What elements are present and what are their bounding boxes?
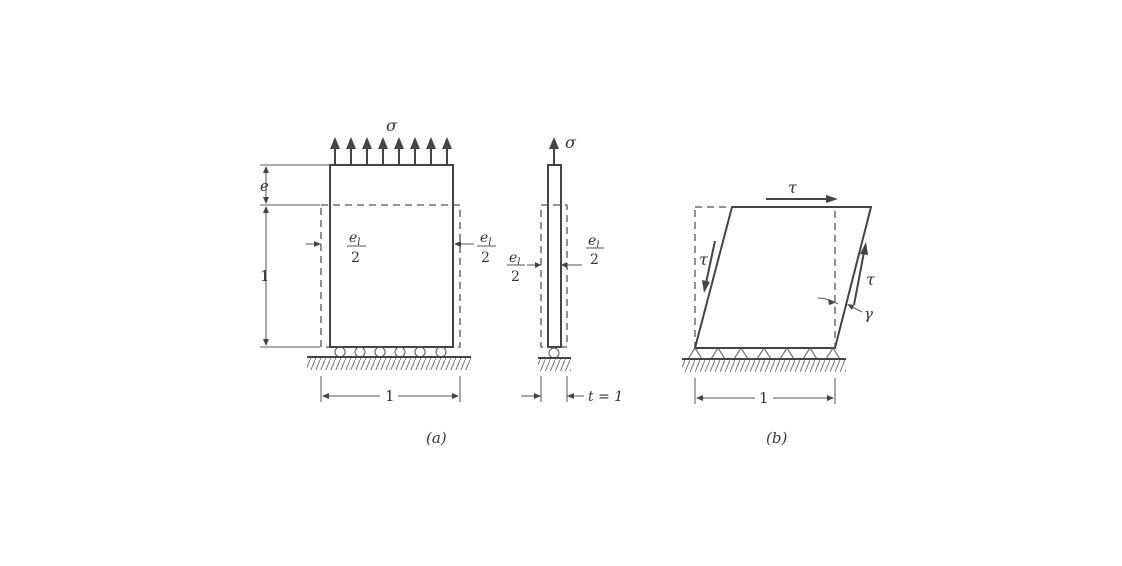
figure-a: σ e 1 bbox=[260, 116, 496, 447]
side-lateral-right: el 2 bbox=[586, 233, 604, 268]
svg-text:2: 2 bbox=[511, 269, 520, 285]
stress-label: σ bbox=[386, 116, 398, 135]
width-label: 1 bbox=[385, 387, 395, 405]
shear-label-left: τ bbox=[699, 250, 709, 269]
shear-width-dimension bbox=[694, 378, 836, 404]
shear-deformed-element bbox=[693, 206, 873, 349]
side-original-outline bbox=[540, 204, 568, 348]
elongation-label: e bbox=[260, 177, 269, 195]
shear-angle-arc bbox=[817, 297, 839, 305]
shear-ground-hatch bbox=[682, 360, 846, 372]
deformed-specimen bbox=[329, 164, 454, 348]
side-ground-hatch bbox=[538, 359, 571, 371]
shear-strain-label: γ bbox=[864, 305, 873, 323]
width-dimension bbox=[320, 376, 461, 402]
height-dimension bbox=[260, 208, 320, 348]
caption-a: (a) bbox=[426, 429, 447, 447]
shear-arrow-right bbox=[853, 242, 868, 306]
shear-arrow-top bbox=[766, 195, 838, 203]
svg-text:el: el bbox=[588, 233, 600, 251]
stress-arrows bbox=[330, 137, 452, 165]
shear-arrow-left bbox=[702, 240, 716, 293]
roller-supports bbox=[334, 346, 447, 358]
thickness-dimension bbox=[521, 376, 584, 402]
side-roller bbox=[548, 347, 560, 359]
svg-text:2: 2 bbox=[590, 252, 599, 268]
caption-b: (b) bbox=[766, 429, 787, 447]
shear-label-top: τ bbox=[788, 178, 798, 197]
side-lateral-left: el 2 bbox=[507, 250, 525, 285]
shear-original-outline bbox=[694, 206, 836, 349]
lateral-contraction-left: el 2 bbox=[306, 230, 366, 266]
shear-width-label: 1 bbox=[759, 389, 769, 407]
figure-b: τ τ τ γ bbox=[682, 178, 876, 447]
thickness-label: t = 1 bbox=[588, 389, 623, 405]
lateral-num-right: el bbox=[480, 230, 492, 248]
side-deformed-specimen bbox=[547, 164, 562, 348]
figure-side-view: σ el 2 el 2 t = 1 bbox=[507, 133, 623, 405]
side-stress-label: σ bbox=[565, 133, 577, 152]
lateral-den-left: 2 bbox=[351, 250, 360, 266]
ground-hatch bbox=[307, 358, 471, 370]
pin-supports bbox=[687, 347, 841, 360]
lateral-den-right: 2 bbox=[481, 250, 490, 266]
shear-label-right: τ bbox=[866, 270, 876, 289]
height-label: 1 bbox=[260, 267, 270, 285]
lateral-contraction-right: el 2 bbox=[454, 230, 496, 266]
original-outline bbox=[320, 204, 461, 348]
elongation-dimension bbox=[260, 164, 329, 206]
lateral-num-left: el bbox=[349, 230, 361, 248]
svg-text:el: el bbox=[509, 250, 521, 268]
